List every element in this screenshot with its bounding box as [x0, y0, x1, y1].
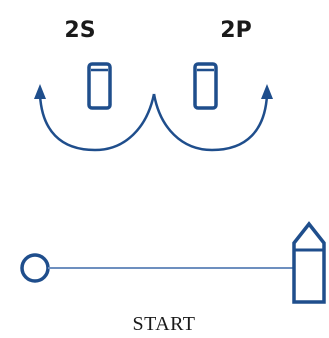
right-battery-cell-icon [193, 62, 218, 110]
left-mode-label: 2S [64, 18, 95, 43]
end-pentagon-marker-icon [292, 221, 326, 304]
left-curved-arrow-icon [38, 93, 156, 152]
right-arrowhead-icon [261, 84, 273, 99]
start-circle-icon [20, 253, 50, 283]
right-mode-label: 2P [220, 18, 251, 43]
right-curved-arrow-icon [152, 93, 269, 152]
left-arrowhead-icon [34, 84, 46, 99]
start-label: START [132, 313, 195, 333]
left-battery-cell-icon [87, 62, 112, 110]
